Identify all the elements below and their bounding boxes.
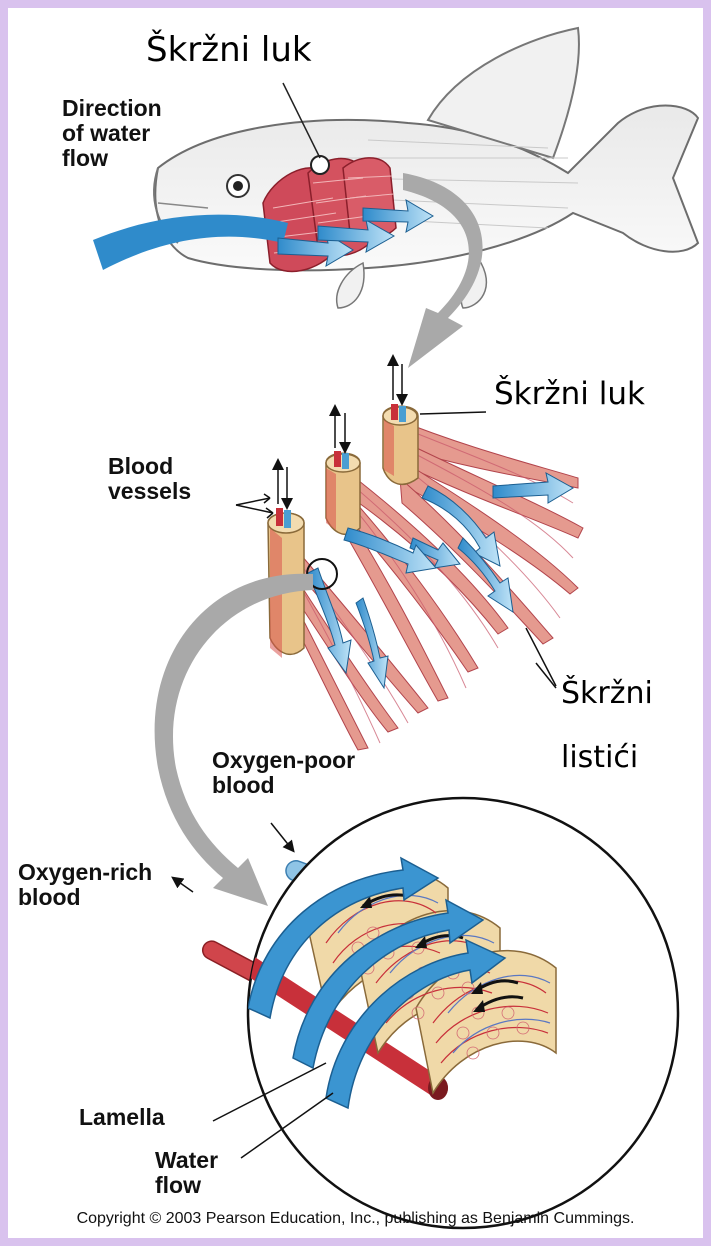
gill-arch-detail [236,360,583,750]
gill-filaments-label-1: Škržni [561,674,653,714]
gill-arch-label-top: Škržni luk [146,30,312,70]
fish-illustration [154,28,698,308]
lamella-label: Lamella [79,1105,165,1130]
figure-frame: Škržni luk Direction of water flow Škržn… [8,8,703,1238]
gill-arch-label-mid: Škržni luk [494,374,645,414]
gill-diagram [8,8,703,1238]
copyright-notice: Copyright © 2003 Pearson Education, Inc.… [8,1210,703,1228]
oxygen-rich-blood-label: Oxygen-rich blood [18,860,152,910]
direction-of-water-flow-label: Direction of water flow [62,96,162,171]
blood-vessels-label: Blood vessels [108,454,191,504]
oxygen-poor-blood-label: Oxygen-poor blood [212,748,355,798]
water-flow-label: Water flow [155,1148,218,1198]
gill-filaments-label-2: listići [561,738,638,778]
